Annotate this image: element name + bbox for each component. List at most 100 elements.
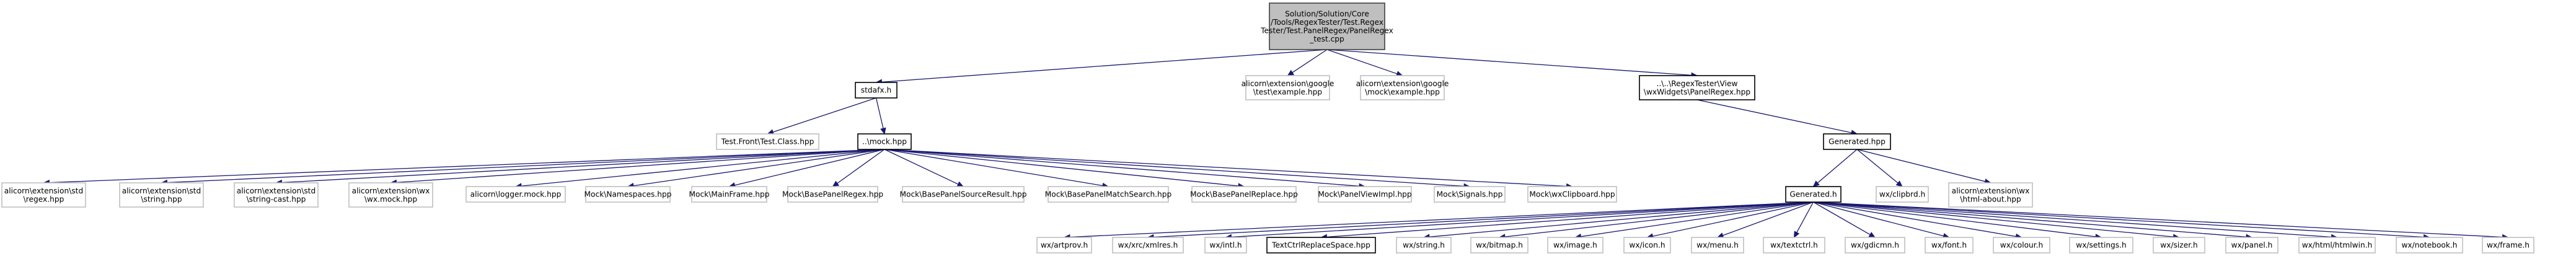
node-label: Tester/Test.PanelRegex/PanelRegex bbox=[1260, 26, 1393, 35]
edge-generated_h-to-wx_frame bbox=[1813, 201, 2503, 238]
node-box bbox=[1434, 186, 1506, 203]
node-mock_basepanelreplace[interactable]: Mock\BasePanelReplace.hpp bbox=[1190, 186, 1298, 203]
node-panelregex_hpp[interactable]: ..\..\RegexTester\View\wxWidgets\PanelRe… bbox=[1639, 75, 1755, 100]
edge-mock_hpp-to-mock_mainframe bbox=[734, 149, 885, 186]
node-label: wx/image.h bbox=[1553, 241, 1597, 250]
edge-generated_h-to-wx_textctrl bbox=[1796, 201, 1814, 233]
node-box bbox=[465, 186, 566, 203]
node-box bbox=[1527, 186, 1617, 203]
node-box bbox=[1925, 237, 1974, 254]
edge-generated_h-to-wx_gdicmn bbox=[1813, 201, 1871, 236]
node-gtest_example[interactable]: alicorn\extension\google\test\example.hp… bbox=[1242, 75, 1334, 100]
node-test_class[interactable]: Test.Front\Test.Class.hpp bbox=[716, 133, 819, 150]
edge-generated_h-to-wx_xrc_xmlres bbox=[1153, 201, 1814, 238]
node-label: Mock\MainFrame.hpp bbox=[689, 190, 770, 199]
node-root[interactable]: Solution/Solution/Core/Tools/RegexTester… bbox=[1260, 2, 1393, 50]
node-box bbox=[716, 133, 819, 150]
edge-mock_hpp-to-logger_mock bbox=[521, 149, 885, 187]
node-label: \test\example.hpp bbox=[1253, 87, 1322, 96]
edge-mock_hpp-to-mock_basepanelsourceresult bbox=[884, 149, 959, 185]
node-label: Generated.h bbox=[1789, 190, 1837, 199]
edge-generated_h-to-textctrl_replace_space bbox=[1326, 201, 1814, 238]
node-wx_mock[interactable]: alicorn\extension\wx\wx.mock.hpp bbox=[348, 182, 433, 208]
node-label: Mock\Signals.hpp bbox=[1437, 190, 1503, 199]
node-wx_xrc_xmlres[interactable]: wx/xrc/xmlres.h bbox=[1112, 237, 1184, 254]
node-logger_mock[interactable]: alicorn\logger.mock.hpp bbox=[465, 186, 566, 203]
node-mock_signals[interactable]: Mock\Signals.hpp bbox=[1434, 186, 1506, 203]
node-box bbox=[1112, 237, 1184, 254]
node-label: wx/frame.h bbox=[2487, 241, 2530, 250]
node-box bbox=[1396, 237, 1452, 254]
node-wx_settings[interactable]: wx/settings.h bbox=[2069, 237, 2133, 254]
node-textctrl_replace_space[interactable]: TextCtrlReplaceSpace.hpp bbox=[1266, 237, 1376, 254]
node-label: stdafx.h bbox=[861, 86, 891, 95]
node-mock_hpp[interactable]: ..\mock.hpp bbox=[857, 133, 912, 150]
node-box bbox=[1266, 237, 1376, 254]
node-wx_icon[interactable]: wx/icon.h bbox=[1623, 237, 1671, 254]
node-mock_basepanelmatchsearch[interactable]: Mock\BasePanelMatchSearch.hpp bbox=[1045, 186, 1172, 203]
edge-mock_hpp-to-mock_signals bbox=[884, 149, 1465, 187]
node-wx_bitmap[interactable]: wx/bitmap.h bbox=[1470, 237, 1528, 254]
node-box bbox=[691, 186, 767, 203]
node-mock_mainframe[interactable]: Mock\MainFrame.hpp bbox=[689, 186, 770, 203]
node-wx_sizer[interactable]: wx/sizer.h bbox=[2153, 237, 2205, 254]
edge-mock_hpp-to-mock_wxclipboard bbox=[884, 149, 1567, 187]
node-wx_notebook[interactable]: wx/notebook.h bbox=[2396, 237, 2463, 254]
node-box bbox=[1, 182, 86, 208]
node-mock_panelviewimpl[interactable]: Mock\PanelViewImpl.hpp bbox=[1318, 186, 1412, 203]
edge-root-to-gmock_example bbox=[1326, 49, 1398, 74]
edge-stdafx-to-test_class bbox=[772, 97, 876, 133]
node-label: alicorn\logger.mock.hpp bbox=[470, 190, 562, 199]
node-box bbox=[2298, 237, 2376, 254]
node-generated_hpp[interactable]: Generated.hpp bbox=[1823, 133, 1891, 150]
node-wx_image[interactable]: wx/image.h bbox=[1547, 237, 1603, 254]
node-wx_html_htmlwin[interactable]: wx/html/htmlwin.h bbox=[2298, 237, 2376, 254]
node-label: alicorn\extension\google bbox=[1356, 79, 1449, 88]
node-box bbox=[857, 133, 912, 150]
node-label: Mock\Namespaces.hpp bbox=[584, 190, 672, 199]
node-label: Mock\BasePanelSourceResult.hpp bbox=[900, 190, 1027, 199]
edge-generated_h-to-wx_icon bbox=[1652, 201, 1814, 237]
node-wx_menu[interactable]: wx/menu.h bbox=[1691, 237, 1744, 254]
node-wx_gdicmn[interactable]: wx/gdicmn.h bbox=[1845, 237, 1905, 254]
node-box bbox=[119, 182, 204, 208]
node-mock_basepanelsourceresult[interactable]: Mock\BasePanelSourceResult.hpp bbox=[900, 186, 1027, 203]
node-box bbox=[1823, 133, 1891, 150]
node-mock_namespaces[interactable]: Mock\Namespaces.hpp bbox=[584, 186, 672, 203]
node-wx_clipbrd[interactable]: wx/clipbrd.h bbox=[1876, 186, 1929, 203]
node-label: wx/textctrl.h bbox=[1770, 241, 1818, 250]
node-box bbox=[1269, 2, 1385, 50]
node-label: Generated.hpp bbox=[1828, 138, 1886, 146]
node-wx_font[interactable]: wx/font.h bbox=[1925, 237, 1974, 254]
node-wx_html_about[interactable]: alicorn\extension\wx\html-about.hpp bbox=[1948, 182, 2033, 208]
node-std_regex[interactable]: alicorn\extension\std\regex.hpp bbox=[1, 182, 86, 208]
node-mock_basepanelregex[interactable]: Mock\BasePanelRegex.hpp bbox=[782, 186, 883, 203]
node-wx_panel[interactable]: wx/panel.h bbox=[2225, 237, 2278, 254]
node-gmock_example[interactable]: alicorn\extension\google\mock\example.hp… bbox=[1356, 75, 1449, 100]
node-label: wx/colour.h bbox=[2000, 241, 2044, 250]
node-box bbox=[2482, 237, 2534, 254]
node-label: ..\mock.hpp bbox=[862, 138, 907, 146]
node-stdafx[interactable]: stdafx.h bbox=[855, 82, 898, 99]
node-label: wx/gdicmn.h bbox=[1851, 241, 1899, 250]
node-label: wx/clipbrd.h bbox=[1879, 190, 1925, 199]
node-mock_wxclipboard[interactable]: Mock\wxClipboard.hpp bbox=[1527, 186, 1617, 203]
node-wx_string[interactable]: wx/string.h bbox=[1396, 237, 1452, 254]
edge-generated_hpp-to-wx_html_about bbox=[1856, 149, 1985, 182]
edge-mock_hpp-to-mock_basepanelmatchsearch bbox=[884, 149, 1103, 187]
edge-generated_hpp-to-wx_clipbrd bbox=[1856, 149, 1899, 183]
node-std_string_cast[interactable]: alicorn\extension\std\string-cast.hpp bbox=[234, 182, 319, 208]
edge-root-to-gtest_example bbox=[1292, 49, 1328, 73]
node-label: wx/notebook.h bbox=[2401, 241, 2457, 250]
node-generated_h[interactable]: Generated.h bbox=[1785, 186, 1842, 203]
node-std_string[interactable]: alicorn\extension\std\string.hpp bbox=[119, 182, 204, 208]
node-wx_artprov[interactable]: wx/artprov.h bbox=[1036, 237, 1092, 254]
node-label: \mock\example.hpp bbox=[1365, 87, 1440, 96]
node-wx_intl[interactable]: wx/intl.h bbox=[1204, 237, 1247, 254]
node-label: wx/menu.h bbox=[1696, 241, 1739, 250]
node-wx_frame[interactable]: wx/frame.h bbox=[2482, 237, 2534, 254]
node-label: wx/settings.h bbox=[2076, 241, 2127, 250]
node-wx_textctrl[interactable]: wx/textctrl.h bbox=[1763, 237, 1825, 254]
node-label: wx/artprov.h bbox=[1041, 241, 1088, 250]
node-wx_colour[interactable]: wx/colour.h bbox=[1993, 237, 2050, 254]
